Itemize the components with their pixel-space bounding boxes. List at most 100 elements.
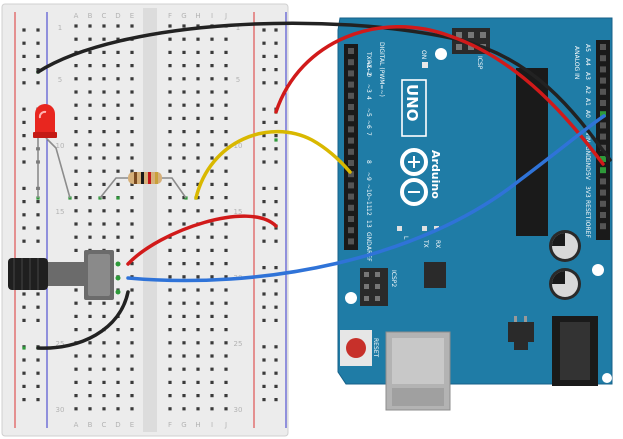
col-letter-bottom-A: A (74, 421, 79, 429)
breadboard-hole (36, 292, 40, 296)
col-letter-bottom-F: F (168, 421, 172, 429)
row-num-right-30: 30 (234, 406, 243, 414)
analog-pin-socket (600, 66, 606, 73)
breadboard-hole (274, 371, 278, 375)
breadboard-hole (224, 182, 228, 186)
analog-header-label: ANALOG IN (573, 46, 580, 79)
breadboard-hole (224, 394, 228, 398)
breadboard-hole (196, 103, 200, 107)
breadboard-hole (210, 209, 214, 213)
breadboard-hole (224, 103, 228, 107)
breadboard-hole (36, 226, 40, 230)
breadboard-hole (88, 341, 92, 345)
wire-blue-a0 (126, 114, 606, 283)
digital-pin-socket (348, 193, 354, 200)
breadboard-hole (102, 182, 106, 186)
capacitor-1 (549, 230, 581, 262)
breadboard-hole (262, 239, 266, 243)
breadboard-hole (88, 64, 92, 68)
col-letter-bottom-I: I (211, 421, 213, 429)
breadboard-hole (22, 107, 26, 111)
analog-pin-socket (600, 100, 606, 106)
breadboard-hole (210, 222, 214, 226)
breadboard-center-channel (143, 8, 157, 432)
col-letter-top-B: B (88, 12, 93, 20)
breadboard-hole (88, 169, 92, 173)
breadboard-hole (182, 367, 186, 371)
breadboard-hole (130, 235, 134, 239)
breadboard-hole (210, 156, 214, 160)
breadboard-hole (196, 90, 200, 94)
breadboard-hole (182, 354, 186, 358)
breadboard-hole (116, 143, 120, 147)
pin-label-5: ~5 (365, 108, 372, 117)
breadboard-hole (224, 248, 228, 252)
breadboard-hole (74, 367, 78, 371)
breadboard-hole (130, 130, 134, 134)
breadboard-hole (224, 288, 228, 292)
breadboard-hole (168, 156, 172, 160)
breadboard-hole (196, 64, 200, 68)
breadboard-hole (262, 54, 266, 58)
breadboard-hole (116, 24, 120, 28)
breadboard-hole (22, 28, 26, 32)
mounting-hole-mid (592, 264, 604, 276)
row-num-right-15: 15 (234, 208, 243, 216)
breadboard-hole (168, 169, 172, 173)
breadboard-hole (210, 341, 214, 345)
breadboard-hole (130, 156, 134, 160)
breadboard-hole (168, 407, 172, 411)
breadboard-hole (116, 354, 120, 358)
breadboard-hole (116, 328, 120, 332)
breadboard-hole (130, 262, 134, 266)
breadboard-hole (168, 77, 172, 81)
breadboard-hole (130, 288, 134, 292)
breadboard-hole (102, 24, 106, 28)
breadboard-hole (22, 54, 26, 58)
breadboard-hole (262, 120, 266, 124)
breadboard-hole (274, 68, 278, 72)
digital-pin-socket (348, 238, 354, 245)
col-letter-bottom-D: D (115, 421, 120, 429)
breadboard-hole (274, 213, 278, 217)
digital-header (344, 44, 358, 250)
col-letter-top-D: D (115, 12, 120, 20)
breadboard-hole (130, 90, 134, 94)
breadboard-hole (36, 68, 40, 72)
digital-header-pins (348, 48, 354, 245)
breadboard-hole (224, 209, 228, 213)
col-letter-bottom-G: G (181, 421, 186, 429)
breadboard-hole (274, 239, 278, 243)
breadboard-hole (262, 107, 266, 111)
breadboard-hole (74, 248, 78, 252)
digital-pin-socket (348, 126, 354, 133)
breadboard-hole (262, 147, 266, 151)
icsp-label: ICSP (476, 56, 483, 70)
breadboard-hole (116, 116, 120, 120)
breadboard-hole (210, 328, 214, 332)
breadboard-hole (210, 90, 214, 94)
breadboard-hole (224, 90, 228, 94)
reset-button[interactable] (340, 330, 372, 366)
row-num-30: 30 (56, 406, 65, 414)
breadboard-hole (116, 50, 120, 54)
breadboard-hole (196, 314, 200, 318)
col-letter-bottom-B: B (88, 421, 93, 429)
breadboard-hole (196, 248, 200, 252)
breadboard-hole (274, 345, 278, 349)
breadboard-hole (196, 116, 200, 120)
breadboard-hole (182, 275, 186, 279)
breadboard-hole (196, 182, 200, 186)
breadboard-hole (262, 384, 266, 388)
breadboard-hole (74, 235, 78, 239)
breadboard-hole (116, 77, 120, 81)
breadboard-hole (168, 380, 172, 384)
breadboard-hole (182, 169, 186, 173)
breadboard-hole (224, 196, 228, 200)
breadboard-hole (224, 262, 228, 266)
breadboard-hole (182, 24, 186, 28)
row-num-right-25: 25 (234, 340, 243, 348)
breadboard-hole (168, 37, 172, 41)
analog-pin-socket (600, 55, 606, 62)
pin-label-reset: RESET (584, 200, 591, 220)
